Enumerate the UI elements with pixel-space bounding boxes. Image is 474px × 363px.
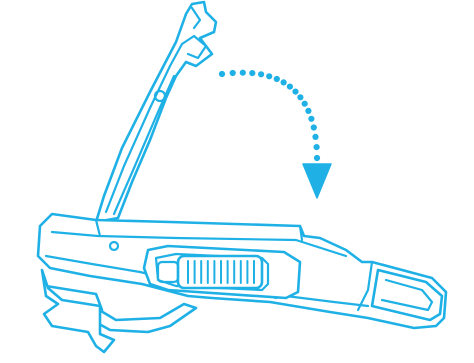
arrow-dot [311,124,317,130]
arrow-dot [312,134,318,140]
arrow-head [303,164,331,198]
arrow-dot [230,70,236,76]
arrow-dot [302,101,308,107]
arrow-dot [274,76,280,82]
arrow-dot [258,71,264,77]
rotation-arrow [219,70,331,198]
open-handle-arm [96,2,216,222]
arrow-dot [281,79,287,85]
arrow-dot [308,116,314,122]
arrow-dot [297,94,303,100]
arrow-dot [249,70,255,76]
arrow-dot [292,89,298,95]
arrow-dot [266,73,272,79]
arrow-dot [305,108,311,114]
arrow-dot [314,144,320,150]
arrow-dot [314,155,320,161]
knife-body [38,214,446,352]
arrow-dotted-path [219,70,320,161]
arrow-dot [287,84,293,90]
arrow-dot [240,70,246,76]
arrow-dot [219,71,225,77]
